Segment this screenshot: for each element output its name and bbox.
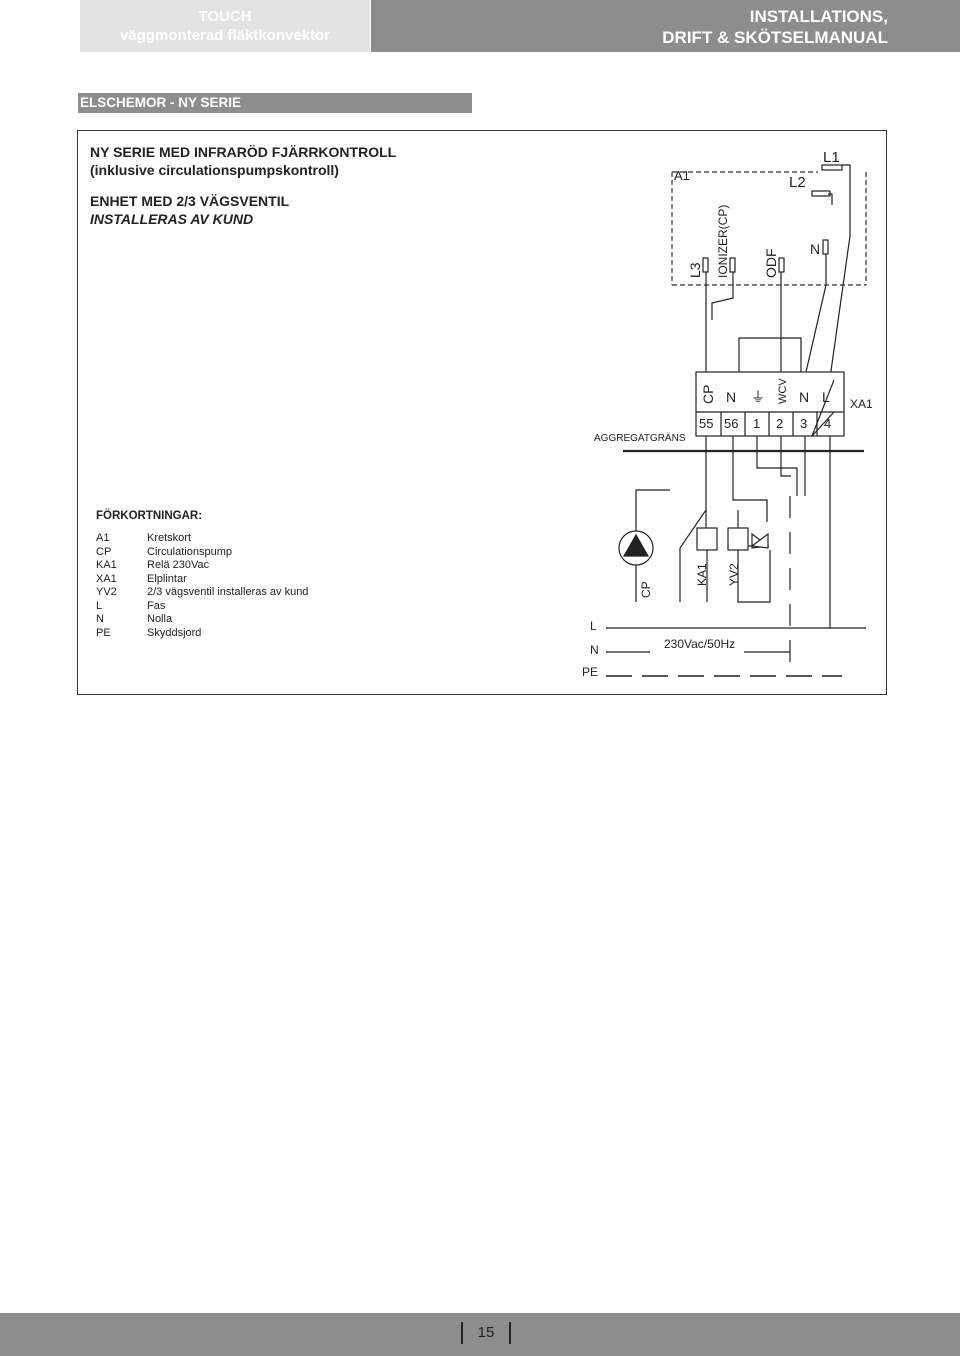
label-ionizer: IONIZER(CP) — [716, 205, 730, 278]
header-manual-line2: DRIFT & SKÖTSELMANUAL — [662, 28, 888, 47]
abbreviation-row: N Nolla — [96, 613, 308, 627]
pump-symbol — [618, 530, 654, 566]
abbreviation-desc: Fas — [147, 599, 166, 612]
line-label-l: L — [590, 619, 597, 633]
terminal-number-3: 3 — [800, 416, 807, 431]
diagram-title-block: NY SERIE MED INFRARÖD FJÄRRKONTROLL (ink… — [90, 143, 396, 228]
abbreviation-desc: Skyddsjord — [147, 626, 202, 639]
abbreviation-desc: 2/3 vägsventil installeras av kund — [147, 586, 309, 598]
diagram-title-line1: NY SERIE MED INFRARÖD FJÄRRKONTROLL — [90, 144, 397, 160]
terminal-number-4: 4 — [824, 416, 831, 431]
label-a1: A1 — [674, 168, 690, 183]
terminal-label-n1: N — [726, 389, 736, 405]
terminal-label-l: L — [822, 389, 830, 405]
abbreviation-desc: Circulationspump — [147, 545, 232, 558]
diagram-title-line3: ENHET MED 2/3 VÄGSVENTIL — [90, 193, 290, 209]
terminal-label-n2: N — [799, 389, 809, 405]
header-product: TOUCH väggmonterad fläktkonvektor — [80, 0, 370, 52]
component-label-ka1: KA1 — [695, 563, 709, 586]
header-manual-line1: INSTALLATIONS, — [749, 7, 888, 26]
terminal-top-labels: CP N ⏚ WCV N L — [700, 378, 830, 405]
label-l1: L1 — [823, 149, 840, 166]
abbreviation-code: A1 — [96, 532, 110, 544]
diagram-title-line4: INSTALLERAS AV KUND — [90, 211, 254, 227]
abbreviation-code: XA1 — [96, 572, 117, 585]
line-label-pe: PE — [582, 665, 598, 679]
abbreviation-desc: Elplintar — [147, 572, 187, 585]
valve-yv2-coil — [727, 527, 749, 551]
abbreviation-row: L Fas — [96, 600, 308, 614]
terminal-label-cp: CP — [700, 385, 716, 404]
supply-voltage-label: 230Vac/50Hz — [664, 637, 735, 651]
abbreviation-row: CP Circulationspump — [96, 546, 308, 560]
abbreviations-list: A1 Kretskort CP Circulationspump KA1 Rel… — [96, 532, 308, 640]
diagram-title-line2: (inklusive circulationspumpskontroll) — [90, 162, 339, 178]
abbreviation-row: XA1 Elplintar — [96, 573, 308, 587]
abbreviation-code: PE — [96, 626, 111, 639]
label-l2: L2 — [789, 174, 806, 191]
abbreviation-row: KA1 Relä 230Vac — [96, 559, 308, 573]
terminal-numbers: 55 56 1 2 3 4 — [699, 416, 831, 431]
label-n-board: N — [810, 241, 820, 257]
valve-yv2-symbol — [750, 532, 770, 549]
page-number: 15 — [461, 1322, 511, 1344]
abbreviation-row: A1 Kretskort — [96, 532, 308, 546]
component-label-yv2: YV2 — [727, 563, 741, 586]
abbreviation-code: KA1 — [96, 559, 117, 571]
header-product-name: TOUCH — [198, 8, 252, 25]
terminal-number-1: 1 — [753, 416, 760, 431]
terminal-number-2: 2 — [776, 416, 783, 431]
terminal-strip-label: XA1 — [850, 397, 873, 411]
terminal-strip — [695, 371, 845, 437]
abbreviation-code: CP — [96, 545, 112, 558]
terminal-label-wcv: WCV — [777, 378, 789, 404]
abbreviations-title: FÖRKORTNINGAR: — [96, 510, 203, 522]
section-title: ELSCHEMOR - NY SERIE — [78, 93, 472, 113]
terminal-number-55: 55 — [699, 416, 713, 431]
footer-bar — [0, 1313, 960, 1356]
boundary-label: AGGREGATGRÄNS — [594, 432, 686, 444]
terminal-number-56: 56 — [724, 416, 738, 431]
relay-ka1-symbol — [696, 527, 718, 551]
abbreviation-desc: Kretskort — [147, 532, 192, 544]
abbreviation-code: L — [96, 599, 103, 612]
component-label-cp: CP — [639, 581, 653, 598]
board-wires — [705, 164, 851, 379]
header-product-subtitle: väggmonterad fläktkonvektor — [119, 27, 331, 44]
diagram-frame — [77, 130, 887, 695]
abbreviation-code: N — [96, 613, 104, 625]
abbreviation-row: YV2 2/3 vägsventil installeras av kund — [96, 586, 308, 600]
abbreviation-desc: Relä 230Vac — [147, 559, 210, 571]
line-label-n: N — [590, 643, 599, 657]
pcb-outline — [671, 171, 867, 286]
header-manual: INSTALLATIONS, DRIFT & SKÖTSELMANUAL — [371, 0, 960, 52]
abbreviation-row: PE Skyddsjord — [96, 627, 308, 641]
label-l3: L3 — [687, 262, 703, 278]
abbreviation-code: YV2 — [96, 586, 117, 598]
terminal-label-earth: ⏚ — [751, 389, 765, 405]
label-odf: ODF — [763, 248, 779, 278]
abbreviation-desc: Nolla — [147, 613, 173, 625]
field-wires — [635, 436, 831, 628]
